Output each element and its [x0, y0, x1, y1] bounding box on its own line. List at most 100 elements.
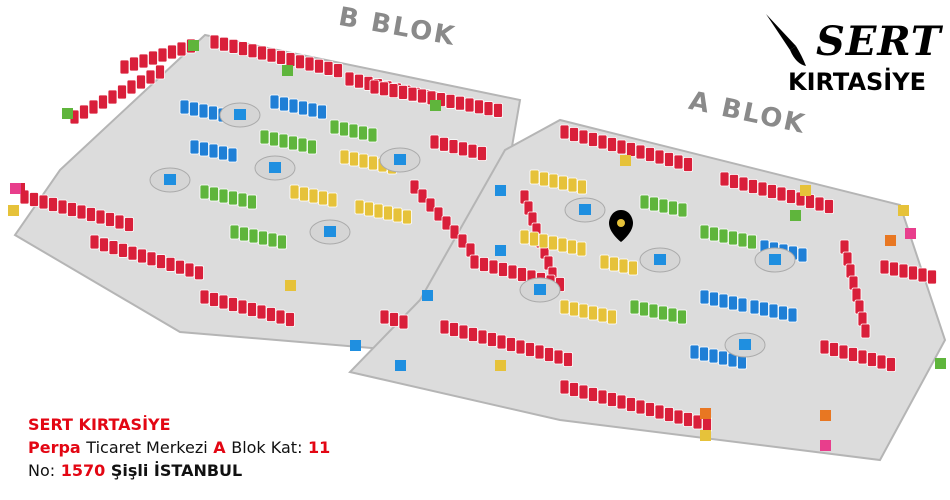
a-yellow-shop[interactable] [559, 299, 570, 315]
b-red-shop[interactable] [145, 69, 156, 85]
a-green-shop[interactable] [649, 196, 659, 212]
a-red-shop[interactable] [767, 184, 777, 199]
b-green-shop[interactable] [278, 133, 289, 149]
a-yellow-shop[interactable] [567, 239, 577, 255]
b-green-shop[interactable] [277, 234, 287, 250]
b-yellow-shop[interactable] [318, 190, 328, 206]
b-green-shop[interactable] [247, 194, 257, 210]
b-green-shop[interactable] [288, 135, 298, 151]
b-blue-shop[interactable] [227, 147, 238, 163]
b-red-shop[interactable] [137, 248, 147, 264]
a-blue-shop[interactable] [709, 291, 719, 307]
store-location-pin[interactable] [609, 210, 633, 242]
b-yellow-shop[interactable] [299, 186, 309, 202]
a-red-shop[interactable] [626, 397, 636, 412]
a-red-shop[interactable] [635, 144, 646, 160]
b-red-shop[interactable] [228, 297, 238, 312]
b-red-shop[interactable] [228, 39, 239, 54]
a-red-shop[interactable] [588, 387, 598, 402]
a-yellow-shop[interactable] [599, 254, 610, 270]
b-red-shop[interactable] [165, 256, 176, 272]
a-red-shop[interactable] [563, 352, 573, 367]
b-red-shop[interactable] [148, 50, 158, 66]
b-red-shop[interactable] [124, 217, 134, 232]
b-red-shop[interactable] [157, 47, 168, 63]
a-red-shop[interactable] [776, 186, 787, 202]
a-red-shop[interactable] [702, 417, 712, 432]
b-red-shop[interactable] [247, 302, 257, 317]
a-red-shop[interactable] [664, 407, 674, 422]
b-green-shop[interactable] [237, 192, 248, 208]
b-red-shop[interactable] [417, 88, 427, 104]
a-red-shop[interactable] [626, 142, 636, 157]
a-red-shop[interactable] [829, 342, 839, 357]
a-green-shop[interactable] [747, 234, 757, 250]
b-red-shop[interactable] [199, 289, 210, 305]
a-green-shop[interactable] [648, 303, 659, 319]
a-red-shop[interactable] [559, 379, 570, 395]
a-green-shop[interactable] [709, 226, 719, 242]
a-yellow-shop[interactable] [588, 305, 598, 321]
a-red-shop[interactable] [578, 384, 589, 400]
a-yellow-shop[interactable] [567, 177, 578, 193]
a-green-shop[interactable] [699, 224, 710, 240]
b-red-shop[interactable] [314, 58, 324, 74]
a-yellow-shop[interactable] [577, 179, 587, 195]
b-red-shop[interactable] [194, 265, 204, 281]
b-blue-shop[interactable] [298, 100, 308, 116]
a-yellow-shop[interactable] [538, 233, 549, 249]
b-red-shop[interactable] [209, 292, 219, 307]
b-green-shop[interactable] [239, 226, 249, 242]
b-blue-shop[interactable] [189, 139, 200, 155]
a-green-shop[interactable] [677, 202, 688, 218]
a-red-shop[interactable] [477, 329, 488, 345]
b-green-shop[interactable] [367, 127, 378, 143]
b-blue-shop[interactable] [179, 99, 190, 115]
b-blue-shop[interactable] [218, 145, 228, 161]
b-red-shop[interactable] [99, 237, 109, 253]
a-red-shop[interactable] [889, 261, 899, 277]
a-red-shop[interactable] [496, 334, 507, 350]
b-red-shop[interactable] [209, 34, 220, 50]
b-red-shop[interactable] [76, 204, 87, 220]
b-red-shop[interactable] [295, 54, 305, 70]
b-green-shop[interactable] [297, 137, 308, 153]
a-blue-shop[interactable] [728, 295, 738, 311]
b-red-shop[interactable] [344, 71, 355, 87]
a-red-shop[interactable] [578, 129, 589, 145]
b-blue-shop[interactable] [199, 141, 209, 157]
b-blue-shop[interactable] [279, 96, 289, 112]
b-yellow-shop[interactable] [308, 188, 319, 204]
b-red-shop[interactable] [136, 74, 146, 90]
a-red-shop[interactable] [738, 176, 749, 192]
b-red-shop[interactable] [458, 141, 468, 157]
b-red-shop[interactable] [146, 251, 157, 267]
a-yellow-shop[interactable] [548, 173, 559, 189]
a-red-shop[interactable] [439, 319, 450, 335]
a-red-shop[interactable] [857, 349, 868, 365]
b-green-shop[interactable] [248, 228, 259, 244]
b-red-shop[interactable] [266, 47, 277, 63]
b-red-shop[interactable] [184, 262, 195, 278]
b-red-shop[interactable] [175, 259, 185, 275]
b-yellow-shop[interactable] [392, 207, 403, 223]
a-red-shop[interactable] [525, 342, 535, 357]
b-red-shop[interactable] [379, 81, 389, 97]
b-red-shop[interactable] [257, 45, 267, 61]
b-red-shop[interactable] [333, 63, 343, 78]
a-red-shop[interactable] [635, 399, 646, 415]
a-green-shop[interactable] [728, 230, 738, 246]
b-blue-shop[interactable] [198, 103, 209, 119]
b-red-shop[interactable] [285, 312, 295, 327]
a-green-shop[interactable] [639, 301, 649, 317]
a-red-shop[interactable] [588, 132, 598, 147]
b-red-shop[interactable] [429, 134, 440, 150]
a-red-shop[interactable] [607, 392, 617, 407]
a-red-shop[interactable] [645, 147, 655, 162]
a-blue-shop[interactable] [737, 297, 748, 313]
a-red-shop[interactable] [458, 324, 469, 340]
b-red-shop[interactable] [118, 242, 128, 258]
a-red-shop[interactable] [569, 127, 579, 142]
a-red-shop[interactable] [398, 314, 409, 330]
b-red-shop[interactable] [275, 309, 286, 325]
